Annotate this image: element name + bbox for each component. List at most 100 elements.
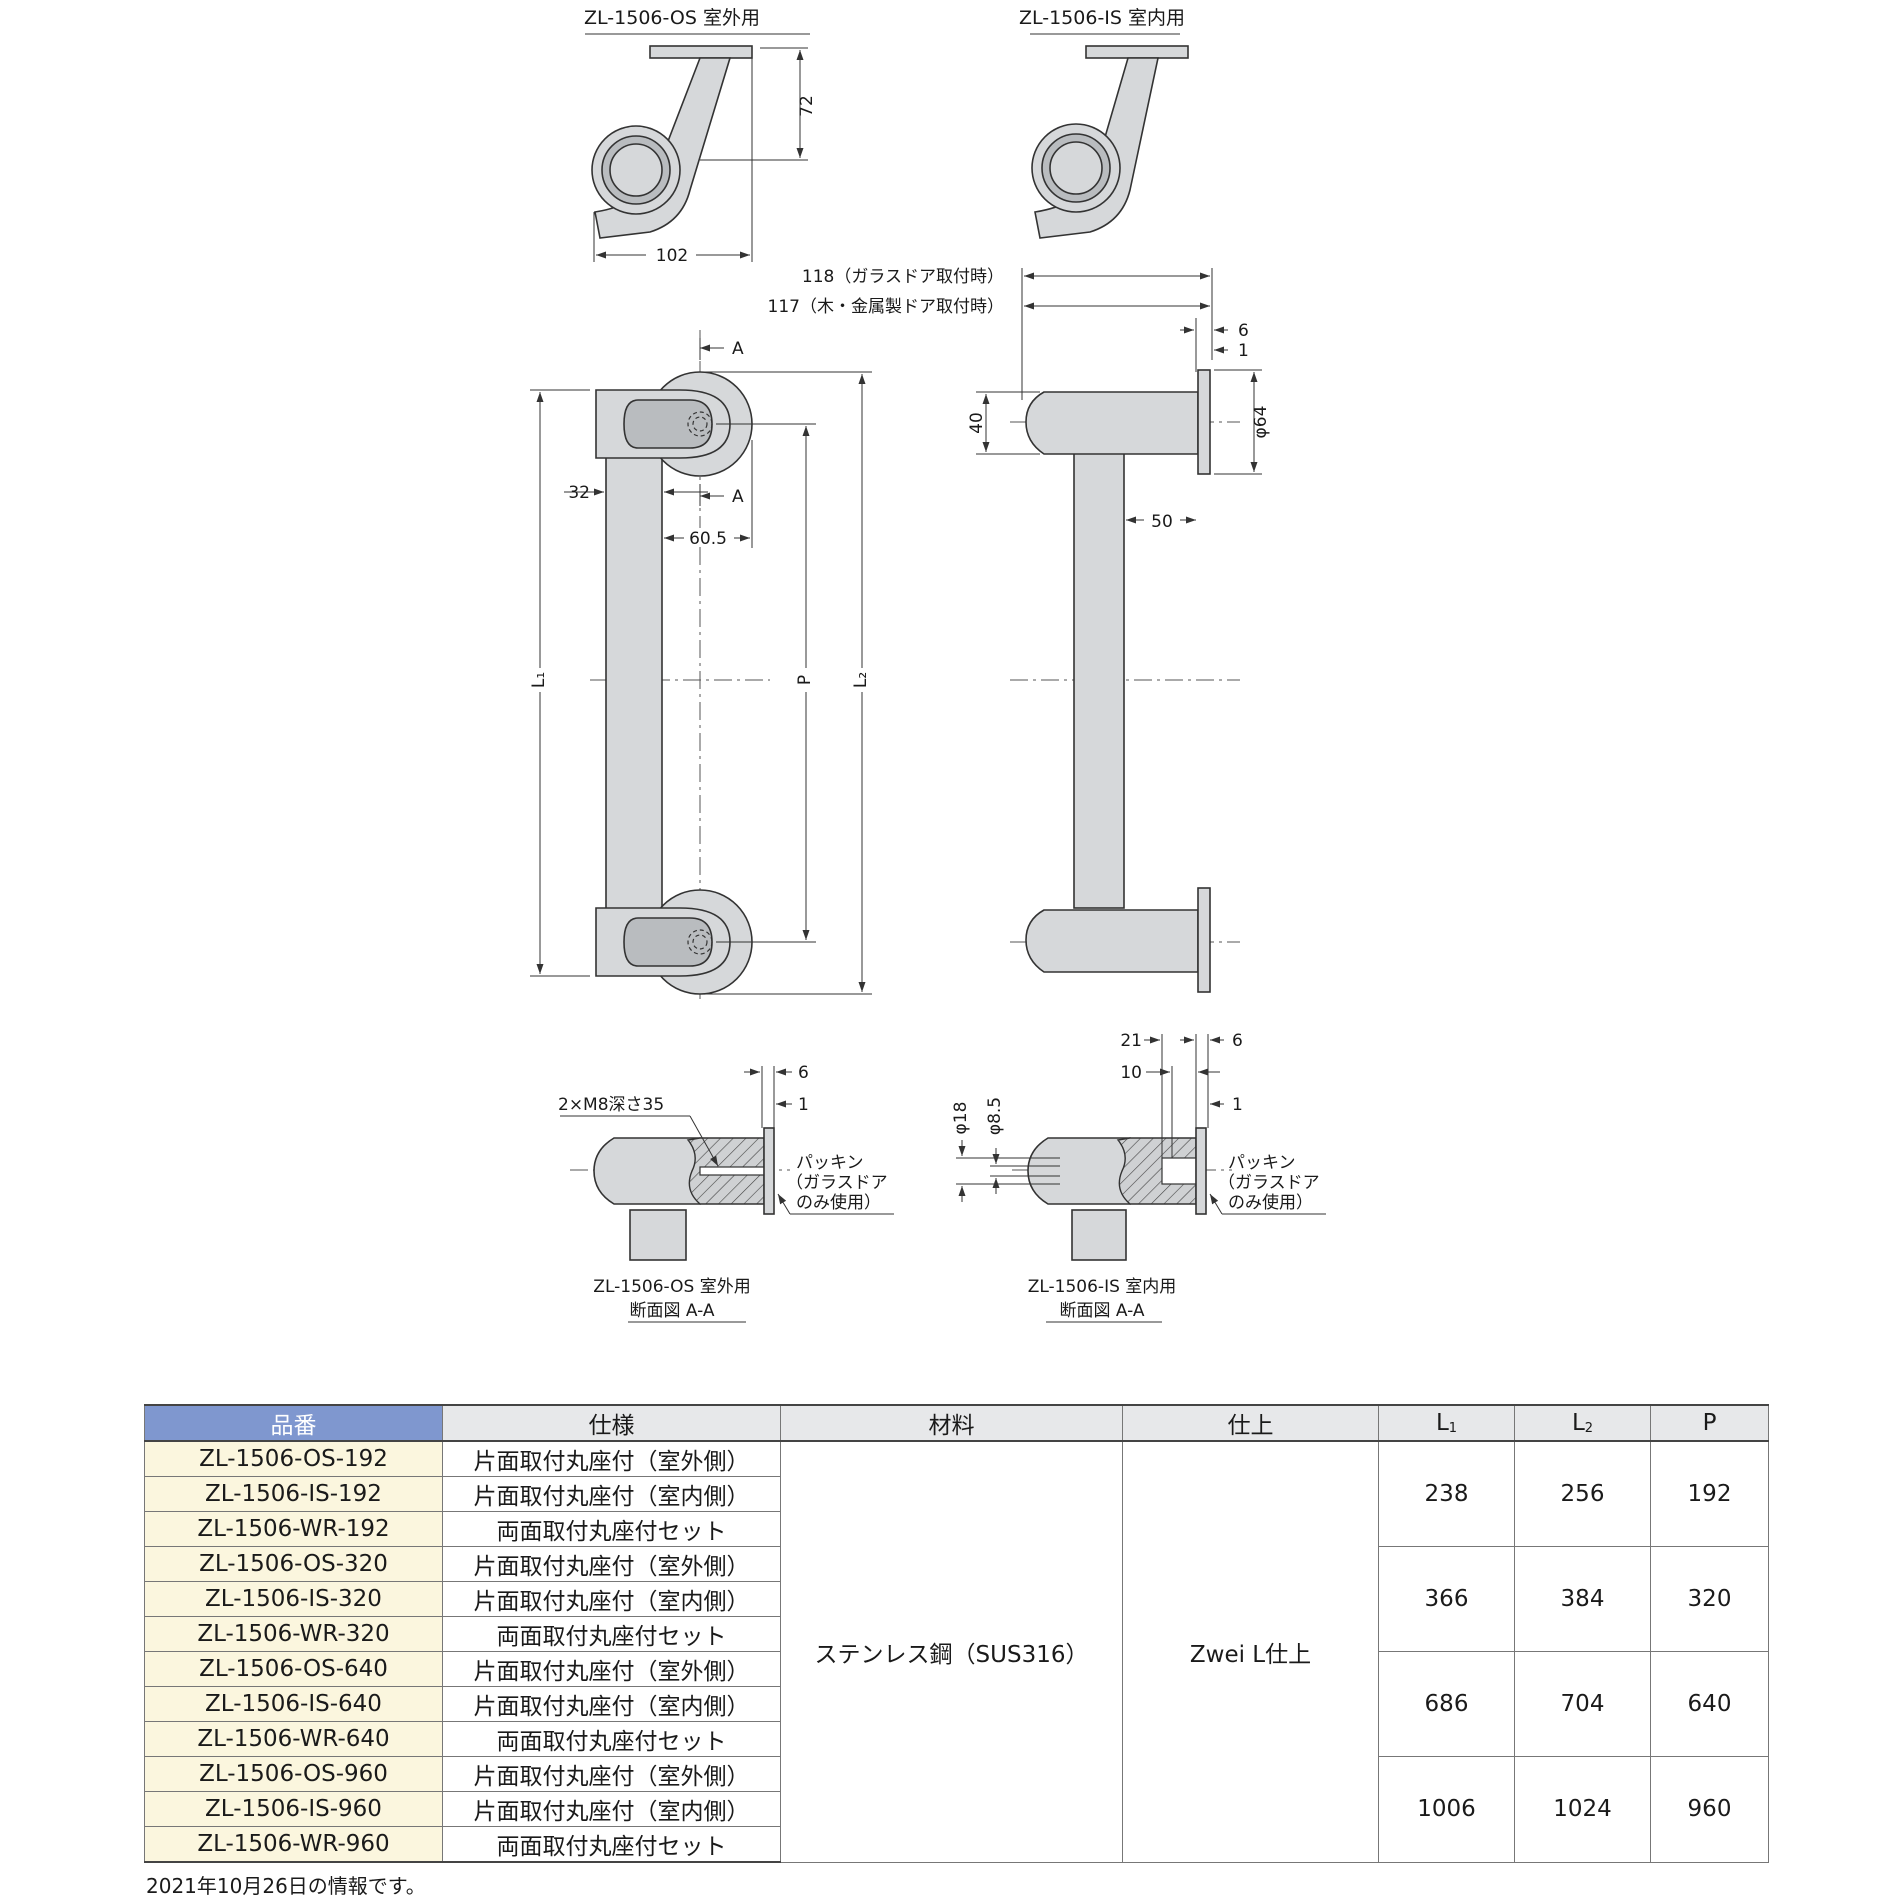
dim-1-c: 1 (1232, 1095, 1243, 1115)
section-is-cut (1116, 1137, 1197, 1205)
p-cell: 192 (1650, 1440, 1769, 1547)
packing-label-os-1: パッキン (796, 1153, 864, 1173)
tap-callout: 2×M8深さ35 (558, 1095, 664, 1115)
part-no-cell: ZL-1506-WR-320 (144, 1616, 443, 1652)
p-cell: 960 (1650, 1756, 1769, 1863)
section-a-bottom: A (732, 487, 744, 507)
spec-cell: 両面取付丸座付セット (442, 1511, 781, 1547)
packing-label-is-1: パッキン (1228, 1153, 1296, 1173)
spec-cell: 両面取付丸座付セット (442, 1721, 781, 1757)
part-no-cell: ZL-1506-IS-192 (144, 1476, 443, 1512)
is-top-view-title: ZL-1506-IS 室内用 (1019, 7, 1185, 29)
part-no-cell: ZL-1506-WR-640 (144, 1721, 443, 1757)
header-l2: L2 (1514, 1404, 1651, 1442)
header-spec: 仕様 (442, 1404, 781, 1442)
side-view: 40 φ64 50 (967, 369, 1271, 993)
table-row: ZL-1506-OS-960 片面取付丸座付（室外側） 1006 1024 96… (144, 1756, 1769, 1863)
is-mount-plate (1085, 45, 1189, 59)
spec-cell: 片面取付丸座付（室外側） (442, 1651, 781, 1687)
part-no-cell: ZL-1506-IS-320 (144, 1581, 443, 1617)
p-cell: 640 (1650, 1651, 1769, 1757)
packing-label-os-3: のみ使用） (796, 1192, 881, 1213)
dim-6-c: 6 (1232, 1031, 1243, 1051)
dim-102: 102 (656, 246, 688, 266)
section-os-sub: 断面図 A-A (629, 1301, 714, 1321)
is-top-view: ZL-1506-IS 室内用 (1019, 7, 1189, 239)
part-no-cell: ZL-1506-IS-960 (144, 1791, 443, 1827)
part-no-cell: ZL-1506-IS-640 (144, 1686, 443, 1722)
part-no-cell: ZL-1506-OS-960 (144, 1756, 443, 1792)
os-top-view: ZL-1506-OS 室外用 72 102 (584, 7, 817, 266)
header-l1: L1 (1378, 1404, 1515, 1442)
spec-table: 品番 仕様 材料 仕上 L1 L2 P ZL-1506-OS-192 片面取付丸… (144, 1404, 1769, 1863)
dim-phi8-5: φ8.5 (985, 1097, 1005, 1135)
section-is-flange (1195, 1127, 1207, 1215)
dim-l2: L₂ (851, 672, 871, 688)
table-row: ZL-1506-WR-192 両面取付丸座付セット (144, 1511, 1769, 1547)
os-top-view-title: ZL-1506-OS 室外用 (584, 7, 760, 29)
dim-21: 21 (1120, 1031, 1142, 1051)
side-flange-top (1197, 369, 1211, 475)
l1-cell: 238 (1378, 1440, 1515, 1547)
section-os-head (593, 1137, 701, 1205)
section-os-flange (763, 1127, 775, 1215)
dim-72: 72 (797, 95, 817, 117)
spec-cell: 片面取付丸座付（室内側） (442, 1581, 781, 1617)
packing-label-is-3: のみ使用） (1228, 1192, 1313, 1213)
part-no-cell: ZL-1506-OS-192 (144, 1440, 443, 1477)
dim-117: 117（木・金属製ドア取付時） (768, 297, 1004, 317)
section-os-title: ZL-1506-OS 室外用 (593, 1277, 750, 1297)
dim-50: 50 (1151, 512, 1173, 532)
table-row: ZL-1506-IS-192 片面取付丸座付（室内側） (144, 1476, 1769, 1512)
l1-cell: 686 (1378, 1651, 1515, 1757)
table-row: ZL-1506-IS-960 片面取付丸座付（室内側） (144, 1791, 1769, 1827)
footnote: 2021年10月26日の情報です。 (146, 1874, 426, 1896)
dim-10: 10 (1120, 1063, 1142, 1083)
dim-phi64: φ64 (1251, 406, 1271, 439)
dim-40: 40 (967, 412, 987, 434)
dim-6-a: 6 (1238, 321, 1249, 341)
os-mount-plate (649, 45, 753, 59)
dim-60-5: 60.5 (689, 529, 727, 549)
table-row: ZL-1506-WR-640 両面取付丸座付セット (144, 1721, 1769, 1757)
depth-dims: 118（ガラスドア取付時） 117（木・金属製ドア取付時） 6 1 (768, 267, 1249, 400)
table-row: ZL-1506-OS-192 片面取付丸座付（室外側） ステンレス鋼（SUS31… (144, 1440, 1769, 1863)
p-cell: 320 (1650, 1546, 1769, 1652)
finish-cell: Zwei L仕上 (1122, 1440, 1379, 1863)
packing-label-os-2: （ガラスドア (786, 1173, 888, 1193)
header-finish: 仕上 (1122, 1404, 1379, 1442)
table-row: ZL-1506-IS-320 片面取付丸座付（室内側） (144, 1581, 1769, 1617)
spec-cell: 片面取付丸座付（室外側） (442, 1756, 781, 1792)
section-is-head (1027, 1137, 1131, 1205)
side-flange-bottom (1197, 887, 1211, 993)
l1-cell: 1006 (1378, 1756, 1515, 1863)
section-os: 6 1 2×M8深さ35 パッキン （ガラスドア のみ使用） ZL-1506-O… (558, 1063, 894, 1323)
side-head-top (1025, 391, 1199, 455)
packing-label-is-2: （ガラスドア (1218, 1173, 1320, 1193)
section-is-title: ZL-1506-IS 室内用 (1028, 1277, 1177, 1297)
table-row: ZL-1506-WR-960 両面取付丸座付セット (144, 1826, 1769, 1863)
l2-cell: 704 (1514, 1651, 1651, 1757)
dim-6-b: 6 (798, 1063, 809, 1083)
spec-cell: 片面取付丸座付（室内側） (442, 1791, 781, 1827)
header-part-no: 品番 (144, 1404, 443, 1442)
spec-cell: 片面取付丸座付（室内側） (442, 1686, 781, 1722)
dim-phi18: φ18 (951, 1102, 971, 1135)
dim-1-b: 1 (798, 1095, 809, 1115)
technical-drawing: ZL-1506-OS 室外用 72 102 ZL-1506-IS 室内用 118… (529, 7, 1326, 1323)
side-head-bottom (1025, 909, 1199, 973)
spec-cell: 片面取付丸座付（室外側） (442, 1440, 781, 1477)
part-no-cell: ZL-1506-OS-640 (144, 1651, 443, 1687)
front-bar (605, 439, 663, 921)
l2-cell: 1024 (1514, 1756, 1651, 1863)
part-no-cell: ZL-1506-WR-960 (144, 1826, 443, 1863)
dim-l1: L₁ (529, 672, 549, 688)
table-row: ZL-1506-OS-640 片面取付丸座付（室外側） 686 704 640 (144, 1651, 1769, 1757)
part-no-cell: ZL-1506-OS-320 (144, 1546, 443, 1582)
l2-cell: 256 (1514, 1440, 1651, 1547)
l2-cell: 384 (1514, 1546, 1651, 1652)
table-row: ZL-1506-IS-640 片面取付丸座付（室内側） (144, 1686, 1769, 1722)
dim-32: 32 (568, 483, 590, 503)
side-bar (1073, 451, 1125, 909)
